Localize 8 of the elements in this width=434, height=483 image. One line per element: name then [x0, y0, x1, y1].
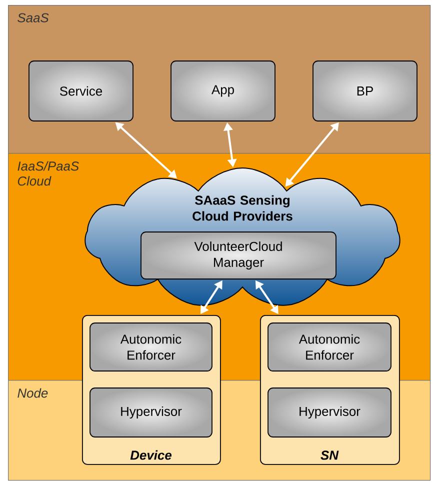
- process-box: Hypervisor: [90, 388, 212, 438]
- process-box: Service: [28, 60, 134, 122]
- process-box: App: [170, 60, 276, 122]
- process-box: Hypervisor: [268, 388, 392, 438]
- process-box: BP: [312, 60, 418, 122]
- process-box: Autonomic Enforcer: [90, 322, 212, 372]
- process-box: Autonomic Enforcer: [268, 322, 392, 372]
- process-box: VolunteerCloud Manager: [140, 232, 336, 280]
